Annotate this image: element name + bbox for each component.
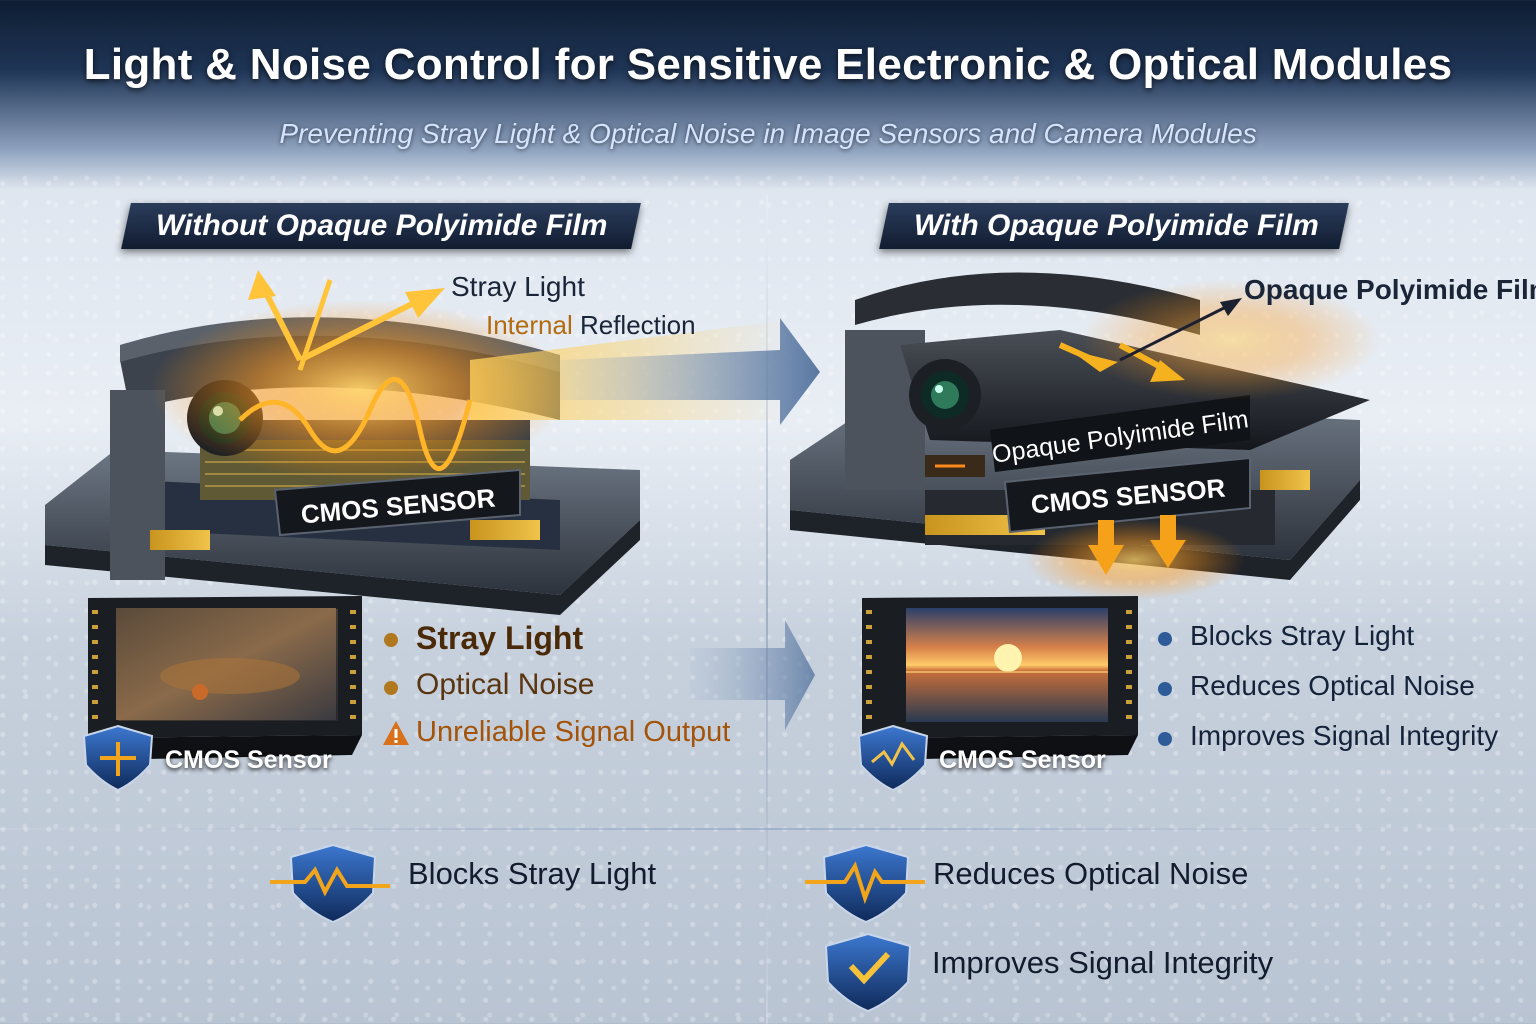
- bullet-dot: [1158, 682, 1172, 696]
- bullet-dot: [1158, 732, 1172, 746]
- benefit-item: Improves Signal Integrity: [1156, 720, 1498, 770]
- benefit-label: Blocks Stray Light: [1190, 620, 1415, 651]
- benefit-item: Reduces Optical Noise: [1156, 670, 1498, 720]
- right-caption-shield-icon: [857, 724, 929, 792]
- callout-opaque-film: Opaque Polyimide Film: [1244, 274, 1536, 305]
- issue-label: Unreliable Signal Output: [416, 716, 731, 748]
- bottom-shield-check-icon: [824, 932, 912, 1013]
- right-cmos-plate: CMOS SENSOR: [1003, 456, 1251, 534]
- left-cmos-plate: CMOS SENSOR: [273, 468, 521, 537]
- bottom-benefit-reduces-noise: Reduces Optical Noise: [933, 856, 1249, 891]
- bottom-shield-pulse-icon: [805, 843, 925, 924]
- issue-label: Optical Noise: [416, 668, 595, 701]
- page-subtitle: Preventing Stray Light & Optical Noise i…: [279, 118, 1257, 149]
- left-sensor-caption: CMOS Sensor: [165, 746, 332, 774]
- bottom-benefit-signal-integrity: Improves Signal Integrity: [932, 945, 1274, 980]
- benefits-list: Blocks Stray Light Reduces Optical Noise…: [1156, 620, 1498, 770]
- bullet-dot: [1158, 632, 1172, 646]
- panel-divider-horizontal: [0, 828, 1536, 830]
- issue-item: Optical Noise: [382, 668, 730, 716]
- issue-label: Stray Light: [416, 620, 584, 656]
- right-light-glow: [1025, 280, 1380, 600]
- bullet-dot: [384, 633, 398, 647]
- bottom-benefit-blocks-stray-light: Blocks Stray Light: [408, 856, 657, 891]
- benefit-item: Blocks Stray Light: [1156, 620, 1498, 670]
- right-sensor-chip: [862, 596, 1138, 760]
- issue-item-warning: Unreliable Signal Output: [382, 716, 730, 764]
- callout-internal-reflection: Internal Reflection: [486, 310, 696, 341]
- left-sensor-chip: [88, 596, 362, 760]
- page-title: Light & Noise Control for Sensitive Elec…: [83, 40, 1453, 89]
- transfer-arrow-bottom: [690, 620, 815, 730]
- bullet-dot: [384, 681, 398, 695]
- benefit-label: Improves Signal Integrity: [1190, 720, 1499, 751]
- callout-stray-light: Stray Light: [451, 271, 585, 302]
- bottom-shield-wave-icon: [270, 843, 390, 924]
- warning-icon: [383, 721, 409, 745]
- benefit-label: Reduces Optical Noise: [1190, 670, 1475, 701]
- callout-internal-word: Internal: [486, 310, 573, 340]
- left-caption-shield-icon: [82, 724, 154, 792]
- issue-item: Stray Light: [382, 620, 730, 668]
- issues-list: Stray Light Optical Noise Unreliable Sig…: [382, 620, 730, 764]
- right-sensor-caption: CMOS Sensor: [939, 746, 1106, 774]
- transfer-arrow-top: [560, 318, 820, 425]
- callout-reflection-word: Reflection: [572, 310, 696, 340]
- panel-divider-vertical: [766, 195, 768, 1024]
